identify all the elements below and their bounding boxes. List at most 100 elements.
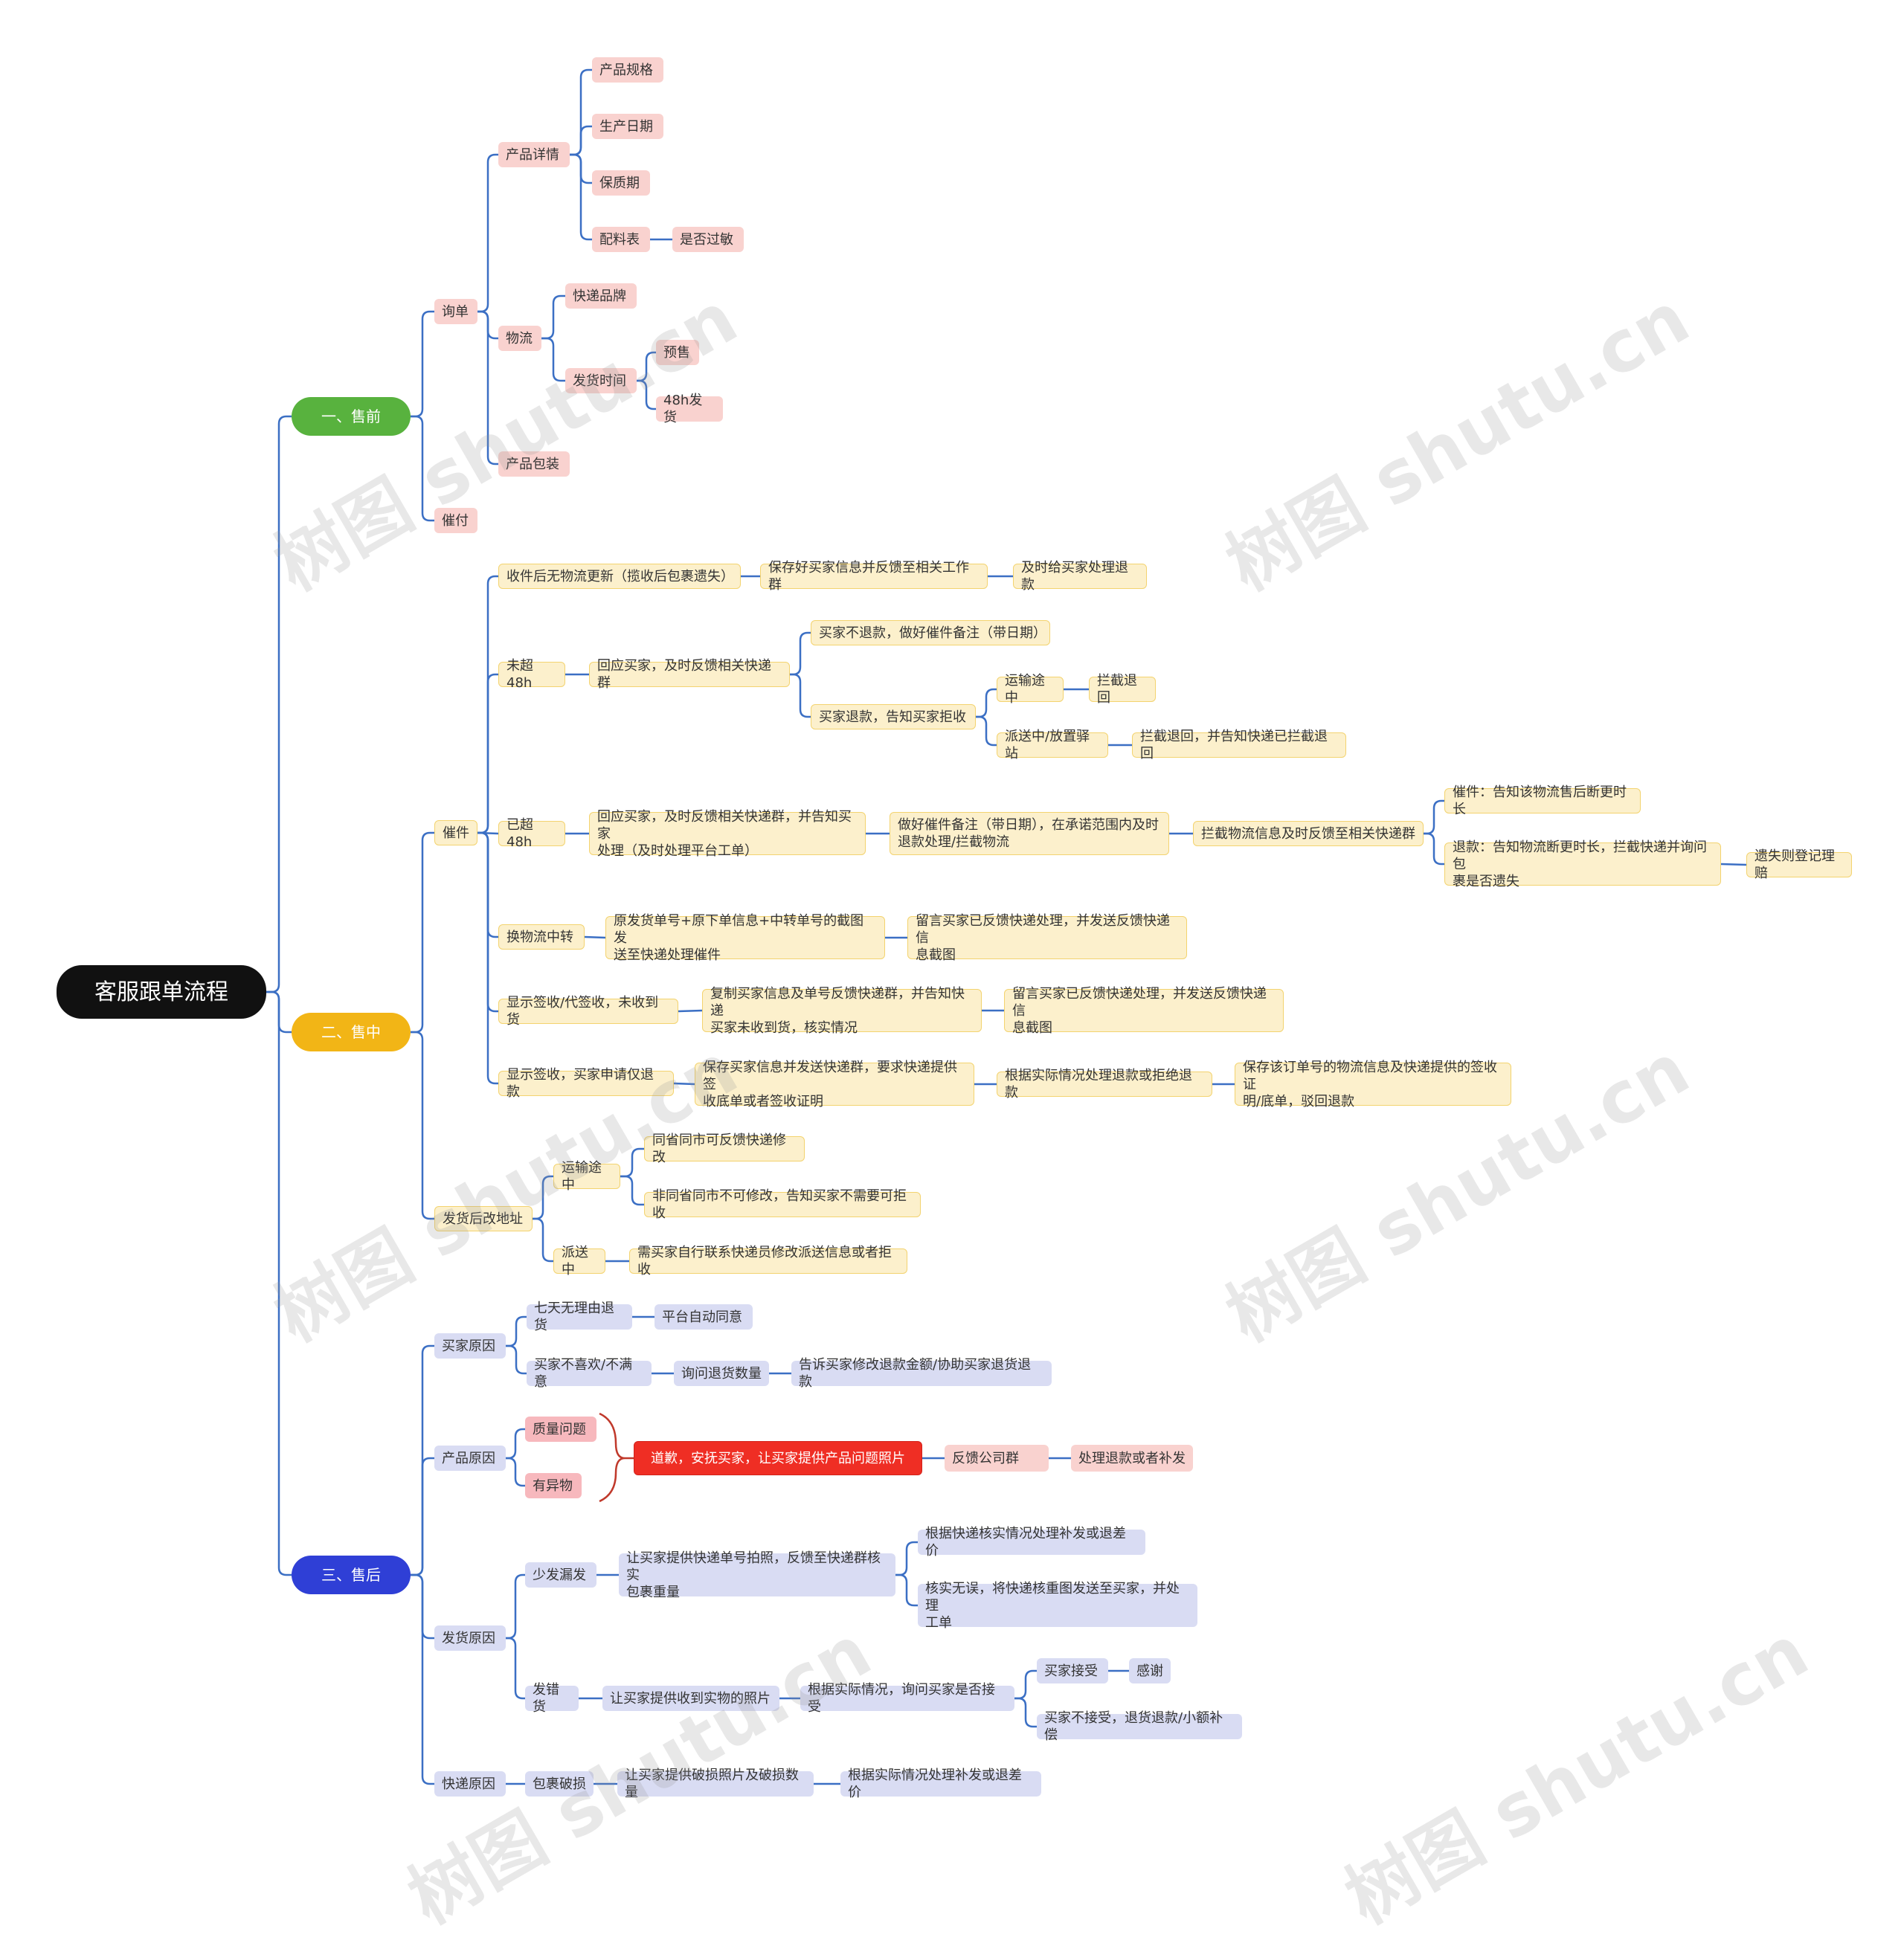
node-shelf[interactable]: 保质期 — [592, 170, 650, 196]
node-pdetail[interactable]: 产品详情 — [498, 142, 570, 167]
node-damb[interactable]: 根据实际情况处理补发或退差价 — [840, 1768, 1041, 1800]
node-label-wrongb: 根据实际情况，询问买家是否接受 — [808, 1682, 995, 1715]
node-label-shiptime: 发货时间 — [573, 373, 626, 389]
node-lostreg[interactable]: 遗失则登记理赔 — [1746, 848, 1852, 881]
node-missc[interactable]: 核实无误，将快递核重图发送至买家，并处理 工单 — [918, 1581, 1197, 1631]
node-srefa[interactable]: 保存买家信息并发送快递群，要求快递提供签 收底单或者签收证明 — [695, 1060, 974, 1109]
node-label-dislike: 买家不喜欢/不满意 — [534, 1357, 633, 1390]
node-srefb[interactable]: 根据实际情况处理退款或拒绝退款 — [997, 1068, 1212, 1101]
node-interceptn[interactable]: 拦截退回，并告知快递已拦截退回 — [1132, 729, 1346, 761]
node-insale[interactable]: 二、售中 — [292, 1013, 411, 1051]
node-u48[interactable]: 未超48h — [498, 658, 565, 691]
node-presale[interactable]: 一、售前 — [292, 397, 411, 436]
node-ship48[interactable]: 48h发货 — [656, 393, 723, 425]
node-auto[interactable]: 平台自动同意 — [654, 1304, 753, 1330]
connector-urge-u48 — [477, 673, 498, 834]
node-urge[interactable]: 催件 — [434, 820, 477, 845]
node-lost[interactable]: 收件后无物流更新（揽收后包裹遗失） — [498, 564, 741, 589]
node-label-lost: 收件后无物流更新（揽收后包裹遗失） — [506, 568, 734, 584]
node-atransit[interactable]: 运输途中 — [553, 1160, 620, 1193]
node-ebrand[interactable]: 快递品牌 — [565, 283, 637, 309]
node-shiptime[interactable]: 发货时间 — [565, 368, 637, 393]
node-accept[interactable]: 买家接受 — [1037, 1658, 1108, 1683]
node-tellmod[interactable]: 告诉买家修改退款金额/协助买家退货退款 — [791, 1357, 1052, 1390]
connector-lines — [266, 68, 1747, 1785]
node-o48c[interactable]: 拦截物流信息及时反馈至相关快递群 — [1193, 821, 1424, 846]
node-trb[interactable]: 留言买家已反馈快递处理，并发送反馈快递信 息截图 — [907, 913, 1187, 963]
node-siga[interactable]: 复制买家信息及单号反馈快递群，并告知快递 买家未收到货，核实情况 — [702, 986, 982, 1036]
node-missing[interactable]: 少发漏发 — [525, 1562, 596, 1588]
node-intercept[interactable]: 拦截退回 — [1089, 673, 1156, 706]
node-spec[interactable]: 产品规格 — [592, 57, 663, 83]
node-wrong[interactable]: 发错货 — [525, 1682, 579, 1715]
node-label-aftersale: 三、售后 — [321, 1565, 381, 1584]
node-inquiry[interactable]: 询单 — [434, 299, 477, 324]
node-lost_a[interactable]: 保存好买家信息并反馈至相关工作群 — [760, 560, 988, 593]
node-courier[interactable]: 快递原因 — [434, 1771, 506, 1797]
node-label-dama: 让买家提供破损照片及破损数量 — [625, 1768, 799, 1800]
node-intransit[interactable]: 运输途中 — [997, 673, 1064, 706]
node-norefund[interactable]: 买家不退款，做好催件备注（带日期） — [811, 620, 1050, 645]
node-aftersale[interactable]: 三、售后 — [292, 1556, 411, 1594]
connector-atransit-diff — [620, 1175, 644, 1206]
node-foreign[interactable]: 有异物 — [525, 1473, 582, 1498]
node-refunditem[interactable]: 退款：告知物流断更时长，拦截快递并询问包 裹是否遗失 — [1444, 840, 1721, 889]
node-wrongb[interactable]: 根据实际情况，询问买家是否接受 — [800, 1682, 1014, 1715]
node-label-quality: 质量问题 — [533, 1421, 586, 1437]
node-o48b[interactable]: 做好催件备注（带日期），在承诺范围内及时 退款处理/拦截物流 — [890, 812, 1169, 855]
node-shipping[interactable]: 发货原因 — [434, 1625, 506, 1651]
node-feedback[interactable]: 反馈公司群 — [945, 1445, 1049, 1472]
connector-addr-atransit — [533, 1175, 553, 1220]
connector-atransit-same — [620, 1147, 644, 1178]
node-product[interactable]: 产品原因 — [434, 1446, 506, 1471]
node-reject[interactable]: 买家不接受，退货退款/小额补偿 — [1037, 1710, 1242, 1743]
node-logi[interactable]: 物流 — [498, 326, 541, 351]
node-lost_b[interactable]: 及时给买家处理退款 — [1013, 560, 1147, 593]
node-label-intransit: 运输途中 — [1005, 673, 1045, 706]
node-missb[interactable]: 根据快递核实情况处理补发或退差价 — [918, 1526, 1145, 1559]
node-missa[interactable]: 让买家提供快递单号拍照，反馈至快递群核实 包裹重量 — [619, 1550, 895, 1600]
node-same[interactable]: 同省同市可反馈快递修改 — [644, 1132, 805, 1165]
node-dislike[interactable]: 买家不喜欢/不满意 — [527, 1357, 652, 1390]
node-label-delivering: 派送中/放置驿站 — [1005, 729, 1090, 761]
node-handle[interactable]: 处理退款或者补发 — [1071, 1445, 1193, 1472]
node-tra[interactable]: 原发货单号+原下单信息+中转单号的截图发 送至快递处理催件 — [605, 913, 885, 963]
node-sref[interactable]: 显示签收，买家申请仅退款 — [498, 1067, 674, 1100]
node-label-urgeitem: 催件：告知该物流售后断更时长 — [1453, 784, 1627, 817]
node-buyer[interactable]: 买家原因 — [434, 1333, 506, 1359]
node-srefc[interactable]: 保存该订单号的物流信息及快递提供的签收证 明/底单，驳回退款 — [1235, 1060, 1511, 1109]
node-adeliv[interactable]: 派送中 — [553, 1245, 605, 1277]
node-allergy[interactable]: 是否过敏 — [672, 227, 744, 252]
node-ingr[interactable]: 配料表 — [592, 227, 650, 252]
node-o48a[interactable]: 回应买家，及时反馈相关快递群，并告知买家 处理（及时处理平台工单） — [589, 809, 866, 859]
node-askqty[interactable]: 询问退货数量 — [674, 1361, 769, 1386]
mindmap-canvas: 客服跟单流程 一、售前二、售中三、售后 询单 产品详情 产品规格生产日期保质期配料表是否… — [57, 57, 1852, 1940]
connector-pdetail-ingr — [570, 153, 592, 241]
node-delivering[interactable]: 派送中/放置驿站 — [997, 729, 1108, 761]
node-wronga[interactable]: 让买家提供收到实物的照片 — [602, 1686, 779, 1711]
node-urgepay[interactable]: 催付 — [434, 508, 477, 533]
node-thanks[interactable]: 感谢 — [1129, 1658, 1171, 1683]
connector-logi-shiptime — [541, 337, 565, 382]
node-apologize[interactable]: 道歉，安抚买家，让买家提供产品问题照片 — [634, 1441, 922, 1475]
node-quality[interactable]: 质量问题 — [525, 1417, 596, 1442]
node-pack[interactable]: 产品包装 — [498, 451, 570, 477]
node-damaged[interactable]: 包裹破损 — [525, 1771, 594, 1797]
node-addr[interactable]: 发货后改地址 — [434, 1206, 533, 1231]
node-transfer[interactable]: 换物流中转 — [498, 924, 585, 950]
node-diff[interactable]: 非同省同市不可修改，告知买家不需要可拒收 — [644, 1188, 921, 1221]
node-seven[interactable]: 七天无理由退货 — [527, 1301, 632, 1333]
node-signed[interactable]: 显示签收/代签收，未收到货 — [498, 995, 678, 1028]
node-presell[interactable]: 预售 — [656, 340, 699, 365]
node-dama[interactable]: 让买家提供破损照片及破损数量 — [617, 1768, 814, 1800]
node-label-o48a: 回应买家，及时反馈相关快递群，并告知买家 处理（及时处理平台工单） — [597, 808, 852, 859]
node-root[interactable]: 客服跟单流程 — [57, 965, 266, 1019]
node-urgeitem[interactable]: 催件：告知该物流售后断更时长 — [1444, 784, 1641, 817]
node-mfg[interactable]: 生产日期 — [592, 114, 663, 139]
node-o48[interactable]: 已超48h — [498, 817, 565, 850]
node-u48a[interactable]: 回应买家，及时反馈相关快递群 — [589, 658, 790, 691]
node-sigb[interactable]: 留言买家已反馈快递处理，并发送反馈快递信 息截图 — [1004, 986, 1284, 1036]
node-adeliva[interactable]: 需买家自行联系快递员修改派送信息或者拒收 — [629, 1245, 907, 1277]
node-label-urge: 催件 — [443, 825, 469, 841]
node-refund[interactable]: 买家退款，告知买家拒收 — [811, 704, 976, 729]
